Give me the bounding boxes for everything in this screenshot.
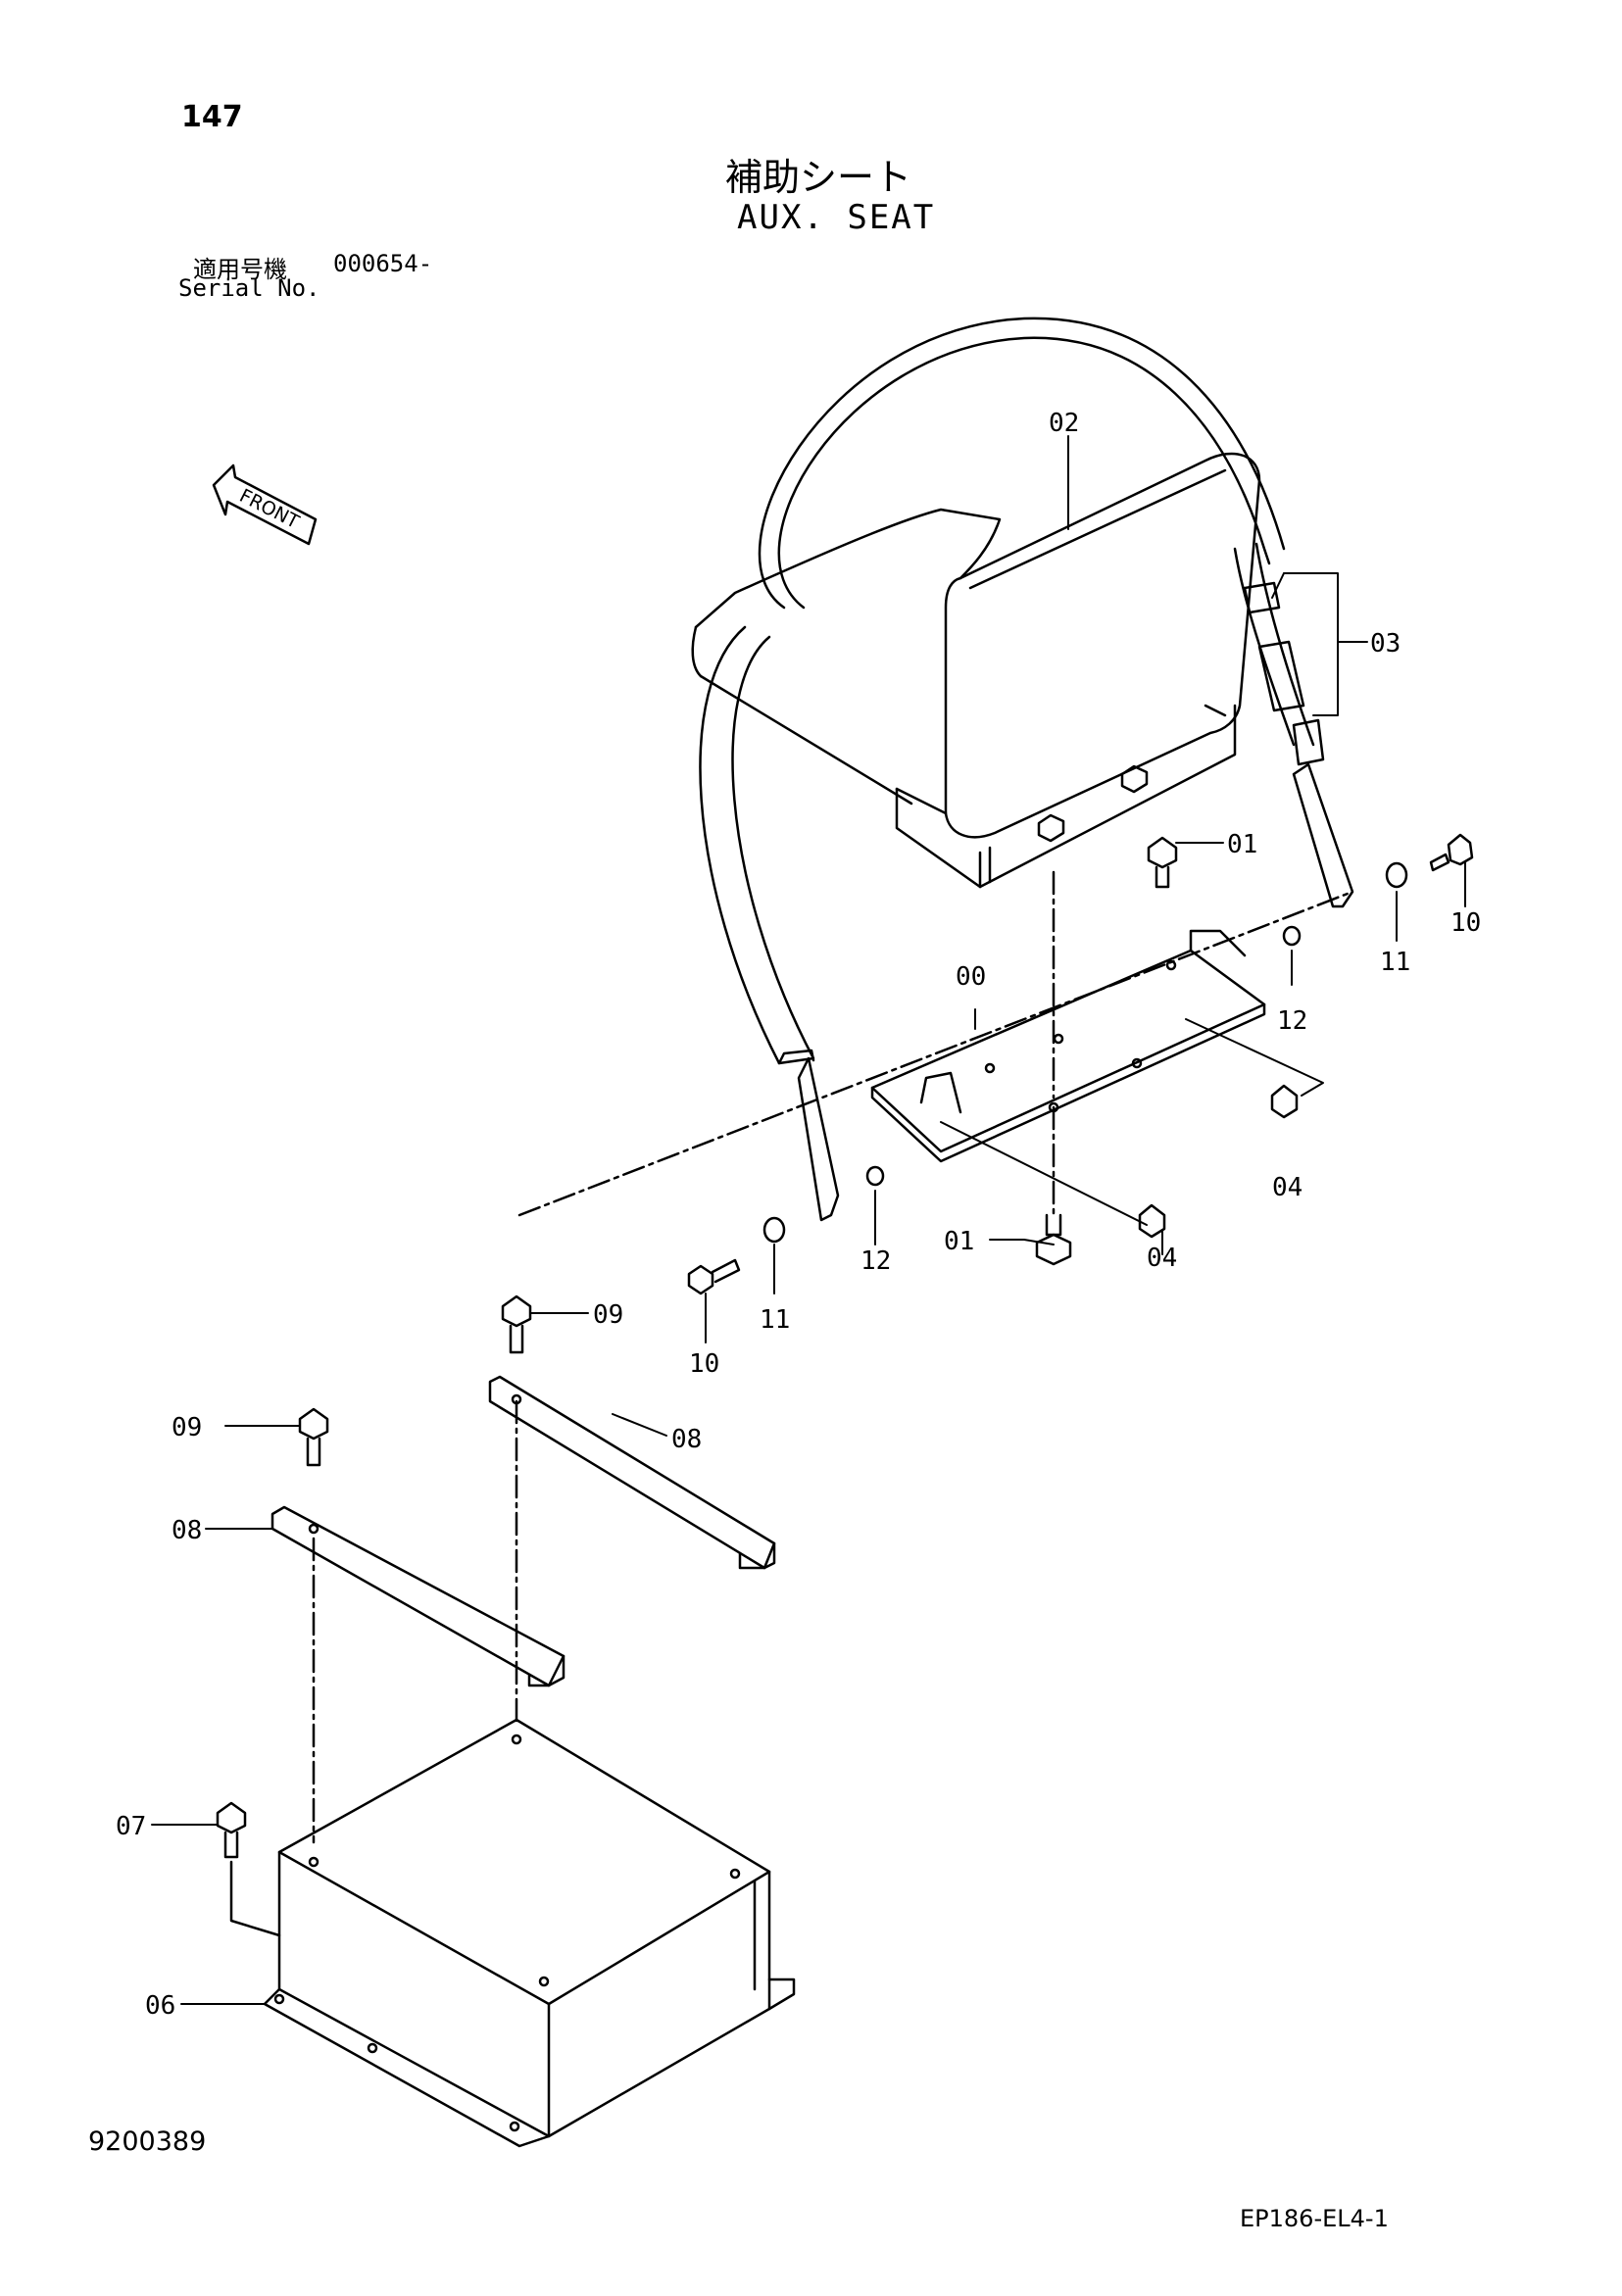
callout-09-right: 09 — [593, 1300, 623, 1330]
serial-label-japanese: 適用号機 — [193, 256, 287, 283]
callout-08-left: 08 — [172, 1516, 202, 1545]
callout-04-right: 04 — [1272, 1173, 1303, 1202]
document-number: 9200389 — [88, 2126, 207, 2157]
title-japanese: 補助シート — [725, 156, 912, 199]
washer-12-right — [1282, 925, 1302, 947]
page-number: 147 — [181, 100, 243, 134]
bolt-10-right — [1429, 833, 1474, 872]
front-arrow-icon — [212, 464, 318, 546]
callout-00: 00 — [956, 962, 986, 992]
washer-12-left — [865, 1165, 885, 1187]
callout-11-left: 11 — [760, 1305, 790, 1335]
nut-04-bottom — [1138, 1203, 1166, 1239]
callout-12-left: 12 — [860, 1246, 891, 1276]
seat-strap — [699, 317, 1354, 1222]
callout-01-top: 01 — [1227, 830, 1257, 859]
callout-08-right: 08 — [671, 1425, 702, 1454]
base-box — [263, 1718, 796, 2148]
washer-11-left — [762, 1216, 786, 1244]
callout-07: 07 — [116, 1812, 146, 1841]
bolt-07 — [216, 1801, 281, 1937]
callout-09-left: 09 — [172, 1413, 202, 1442]
front-label: FRONT — [236, 485, 303, 533]
bolt-01-bottom — [1035, 1213, 1072, 1266]
reference-code: EP186-EL4-1 — [1240, 2205, 1389, 2232]
washer-11-right — [1385, 861, 1408, 889]
mount-plate — [870, 929, 1266, 1163]
callout-01-bottom: 01 — [944, 1227, 974, 1256]
callout-10-right: 10 — [1450, 908, 1481, 938]
bolt-09-upper — [501, 1295, 532, 1354]
callout-03: 03 — [1370, 629, 1401, 659]
belt-buckle — [1243, 581, 1325, 766]
bracket-08-right — [488, 1375, 776, 1570]
callout-10-left: 10 — [689, 1349, 719, 1379]
seat-cushion — [691, 452, 1261, 889]
bolt-01-top — [1147, 836, 1178, 889]
bolt-09-lower — [298, 1407, 329, 1467]
callout-04-bottom: 04 — [1147, 1244, 1177, 1273]
serial-range: 000654- — [333, 250, 433, 277]
title-english: AUX. SEAT — [737, 198, 936, 237]
callout-02: 02 — [1049, 409, 1079, 438]
nut-04-right — [1270, 1084, 1299, 1119]
callout-11-right: 11 — [1380, 948, 1410, 977]
bolt-10-left — [687, 1258, 741, 1295]
bracket-08-left — [270, 1505, 565, 1687]
callout-06: 06 — [145, 1991, 175, 2021]
serial-label-english: Serial No. — [178, 274, 320, 302]
callout-12-right: 12 — [1277, 1006, 1307, 1036]
assembly-lines — [312, 870, 1354, 1844]
leader-lines — [151, 435, 1466, 2005]
